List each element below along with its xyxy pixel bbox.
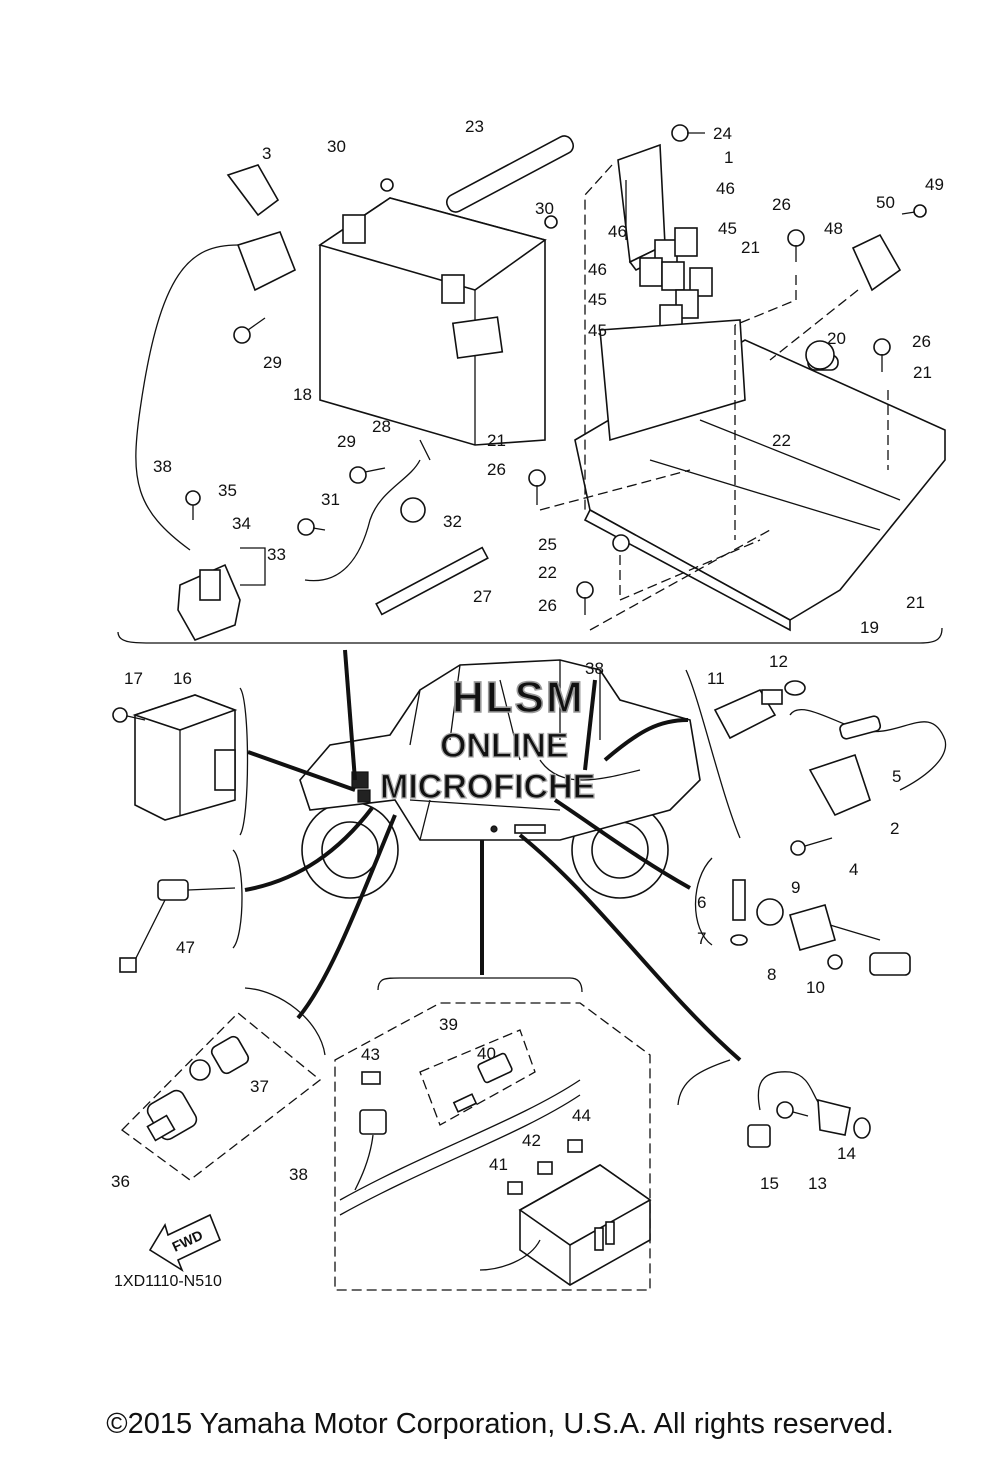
- callout-49: 49: [925, 175, 944, 194]
- callout-28: 28: [372, 417, 391, 436]
- callout-46a: 46: [716, 179, 735, 198]
- vehicle-outline: [299, 659, 701, 899]
- starter-relay: [177, 563, 241, 641]
- callout-47: 47: [176, 938, 195, 957]
- callout-21c: 21: [487, 431, 506, 450]
- callout-40: 40: [477, 1044, 496, 1063]
- callout-13: 13: [808, 1174, 827, 1193]
- callout-29a: 29: [263, 353, 282, 372]
- callout-23: 23: [465, 117, 484, 136]
- wire-clip: [400, 497, 426, 523]
- callout-17: 17: [124, 669, 143, 688]
- callout-38a: 38: [153, 457, 172, 476]
- watermark-line3: MICROFICHE: [380, 768, 595, 806]
- callout-45a: 45: [718, 219, 737, 238]
- switch-assembly: [121, 987, 326, 1181]
- callout-25: 25: [538, 535, 557, 554]
- ignition-area: [713, 680, 947, 856]
- battery: [318, 197, 547, 446]
- watermark-line1: HLSM: [452, 673, 585, 722]
- callout-18: 18: [293, 385, 312, 404]
- callout-26c: 26: [487, 460, 506, 479]
- callout-45b: 45: [588, 290, 607, 309]
- top-assembly: [117, 124, 946, 644]
- callout-19: 19: [860, 618, 879, 637]
- leader-lines: [244, 649, 742, 1062]
- fwd-arrow: FWD: [148, 1213, 222, 1272]
- callout-37: 37: [250, 1077, 269, 1096]
- callout-46c: 46: [588, 260, 607, 279]
- callout-26d: 26: [538, 596, 557, 615]
- fuse-box-area: [334, 977, 652, 1291]
- callout-32: 32: [443, 512, 462, 531]
- callout-36: 36: [111, 1172, 130, 1191]
- watermark: HLSM ONLINE MICROFICHE: [379, 672, 596, 806]
- callout-33: 33: [267, 545, 286, 564]
- bolts-group: [185, 124, 927, 615]
- diagram-code: 1XD1110-N510: [114, 1273, 222, 1290]
- callout-16: 16: [173, 669, 192, 688]
- callout-10: 10: [806, 978, 825, 997]
- callout-21d: 21: [906, 593, 925, 612]
- callout-38c: 38: [289, 1165, 308, 1184]
- callout-41: 41: [489, 1155, 508, 1174]
- clamp: [226, 164, 280, 217]
- callout-30a: 30: [327, 137, 346, 156]
- fuse-holder-top: [236, 231, 297, 292]
- callout-5: 5: [892, 767, 901, 786]
- callout-15: 15: [760, 1174, 779, 1193]
- callout-8: 8: [767, 965, 776, 984]
- callout-50: 50: [876, 193, 895, 212]
- callout-31: 31: [321, 490, 340, 509]
- callout-7: 7: [697, 929, 706, 948]
- speed-sensor-area: [677, 1059, 871, 1148]
- callout-14: 14: [837, 1144, 856, 1163]
- callout-29b: 29: [337, 432, 356, 451]
- callout-26a: 26: [772, 195, 791, 214]
- callout-2: 2: [890, 819, 899, 838]
- callout-11: 11: [707, 669, 725, 688]
- callout-21b: 21: [913, 363, 932, 382]
- callout-44: 44: [572, 1106, 591, 1125]
- callout-12: 12: [769, 652, 788, 671]
- callout-42: 42: [522, 1131, 541, 1150]
- callout-35: 35: [218, 481, 237, 500]
- callout-24: 24: [713, 124, 732, 143]
- copyright-notice: ©2015 Yamaha Motor Corporation, U.S.A. A…: [106, 1408, 894, 1440]
- watermark-line2: ONLINE: [440, 727, 568, 765]
- callout-38b: 38: [585, 659, 604, 678]
- callout-22b: 22: [538, 563, 557, 582]
- callout-27: 27: [473, 587, 492, 606]
- spark-plug-area: [730, 879, 911, 976]
- callout-45c: 45: [588, 321, 607, 340]
- callout-3: 3: [262, 144, 271, 163]
- callout-30b: 30: [535, 199, 554, 218]
- battery-box: [574, 319, 946, 632]
- callout-20: 20: [827, 329, 846, 348]
- sensor-48: [851, 233, 902, 292]
- battery-strap: [445, 135, 575, 213]
- callout-6: 6: [697, 893, 706, 912]
- callout-22a: 22: [772, 431, 791, 450]
- callout-1: 1: [724, 148, 733, 167]
- callout-9: 9: [791, 878, 800, 897]
- callout-21a: 21: [741, 238, 760, 257]
- cable-tie: [375, 546, 489, 616]
- callout-4: 4: [849, 860, 858, 879]
- sensor-47: [119, 879, 236, 973]
- callout-labels: 1 2 3 4 5 6 7 8 9 10 11 12 13 14 15 16 1…: [111, 117, 944, 1193]
- rectifier: [112, 694, 238, 821]
- callout-43: 43: [361, 1045, 380, 1064]
- callout-48: 48: [824, 219, 843, 238]
- callout-26b: 26: [912, 332, 931, 351]
- callout-39: 39: [439, 1015, 458, 1034]
- callout-46b: 46: [608, 222, 627, 241]
- callout-34: 34: [232, 514, 251, 533]
